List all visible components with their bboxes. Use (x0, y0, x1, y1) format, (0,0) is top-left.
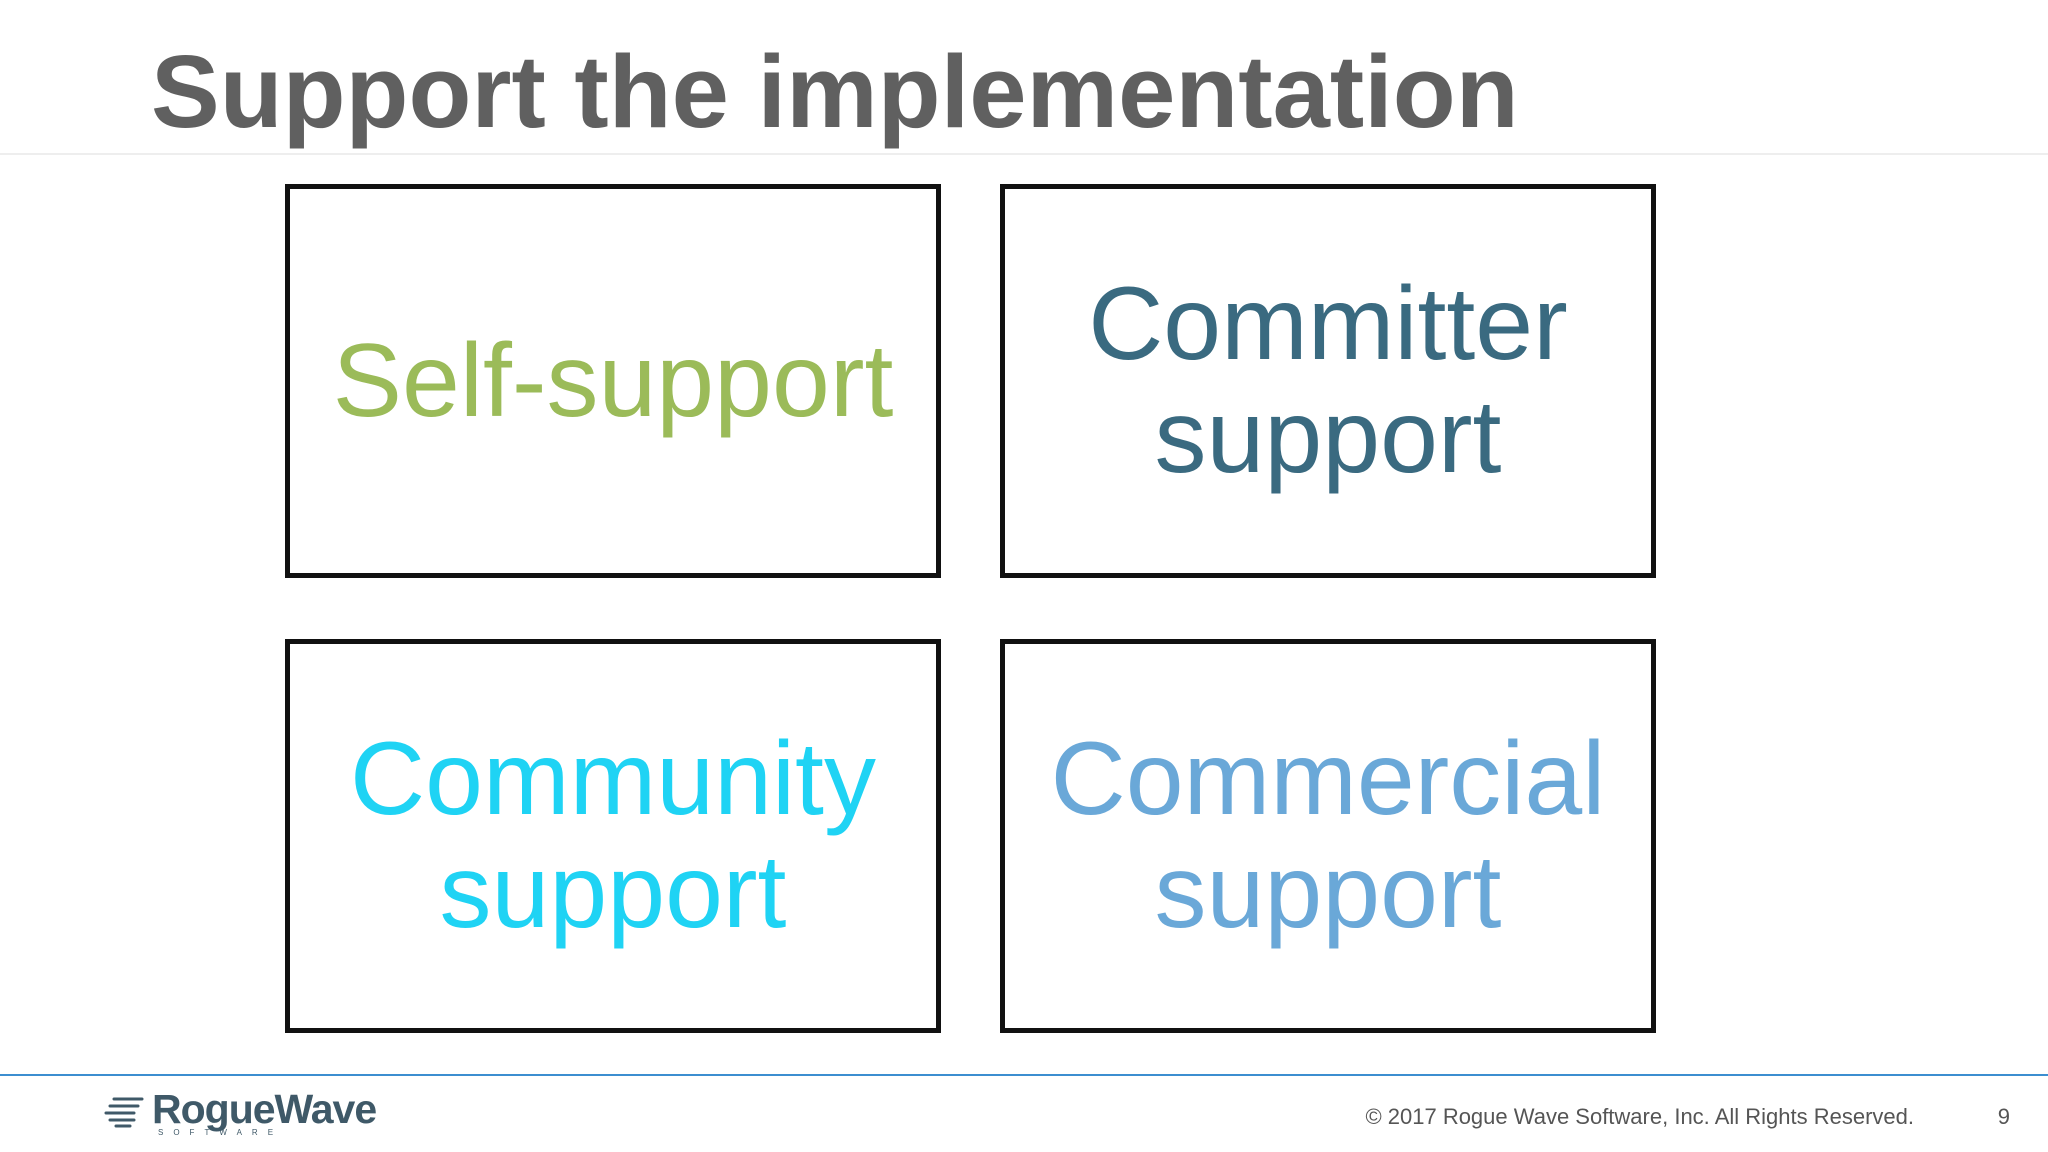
commercial-support-label: Commercial support (1050, 721, 1606, 950)
wave-lines-icon (104, 1097, 144, 1128)
community-support-label: Community support (350, 721, 876, 950)
logo-wordmark: RogueWave (152, 1086, 377, 1132)
roguewave-logo: RogueWave SOFTWARE (104, 1086, 404, 1137)
title-divider (0, 153, 2048, 155)
committer-support-label: Committer support (1088, 266, 1568, 495)
logo-subtext: SOFTWARE (158, 1128, 284, 1137)
community-support-box: Community support (285, 639, 941, 1033)
commercial-support-box: Commercial support (1000, 639, 1656, 1033)
self-support-label: Self-support (332, 322, 894, 439)
self-support-box: Self-support (285, 184, 941, 578)
copyright-notice: © 2017 Rogue Wave Software, Inc. All Rig… (1365, 1104, 1914, 1129)
committer-support-box: Committer support (1000, 184, 1656, 578)
slide-title: Support the implementation (151, 34, 1519, 149)
footer-divider (0, 1074, 2048, 1076)
page-number: 9 (1997, 1104, 2010, 1129)
